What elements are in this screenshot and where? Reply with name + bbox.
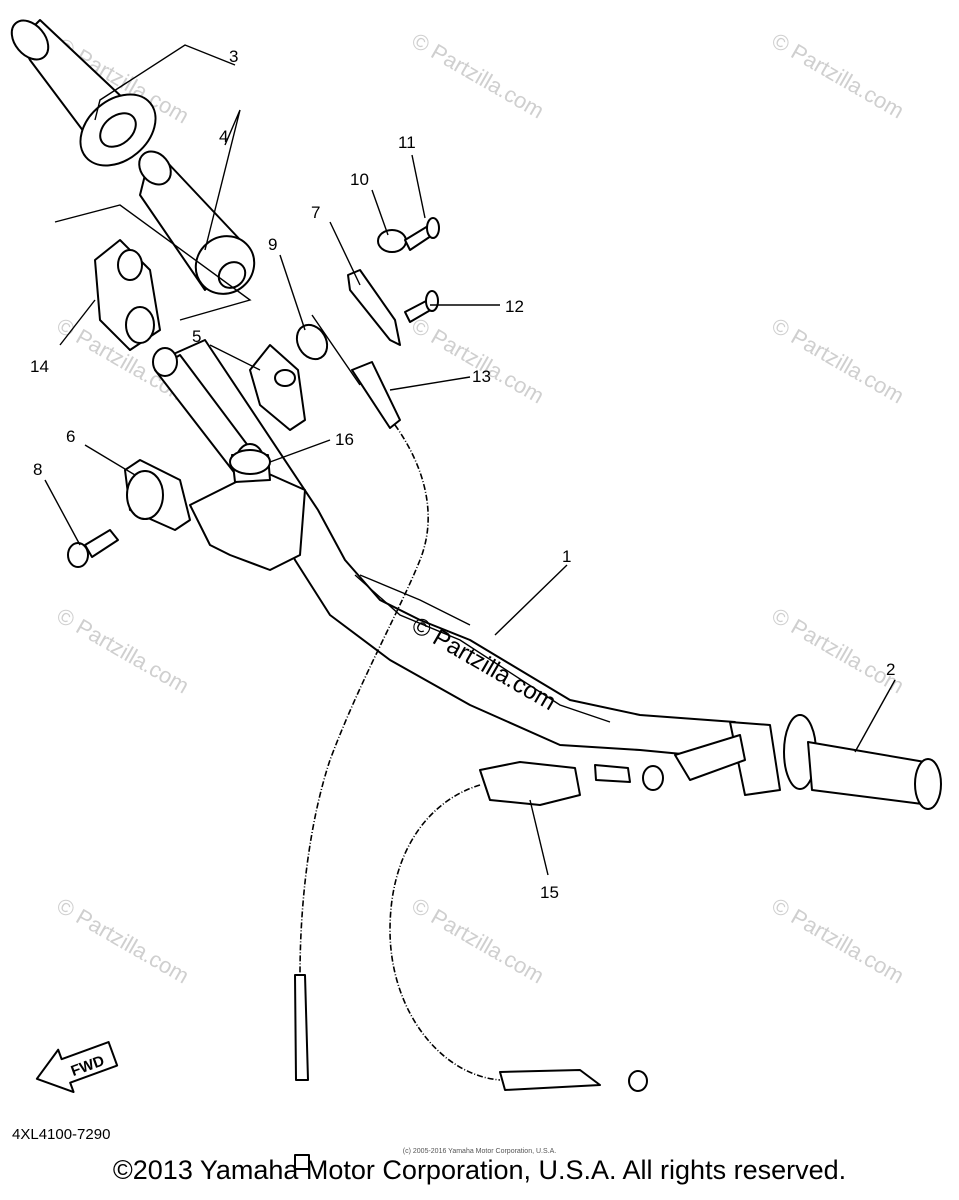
callout-2: 2	[886, 660, 895, 679]
collar-10	[377, 229, 407, 253]
callout-15: 15	[540, 883, 559, 902]
screw-12	[404, 290, 439, 323]
callout-4: 4	[219, 127, 228, 146]
watermark: © Partzilla.com	[768, 603, 909, 699]
watermark: © Partzilla.com	[408, 313, 549, 409]
callout-10: 10	[350, 170, 369, 189]
callout-16: 16	[335, 430, 354, 449]
diagram-code: 4XL4100-7290	[12, 1126, 111, 1143]
part-16	[229, 449, 271, 475]
watermark: © Partzilla.com	[768, 893, 909, 989]
callout-11: 11	[398, 133, 416, 152]
watermark: © Partzilla.com	[408, 893, 549, 989]
clutch-cable	[389, 734, 746, 1092]
cover-7	[347, 269, 401, 346]
screw-11	[404, 217, 440, 251]
watermark: © Partzilla.com	[768, 313, 909, 409]
callout-8: 8	[33, 460, 42, 479]
callout-12: 12	[505, 297, 524, 316]
callouts: 1 2 3 4 5 6 7 8 9 10 11 12 13 14 15 16	[30, 47, 895, 902]
callout-13: 13	[472, 367, 491, 386]
right-grip	[729, 714, 942, 810]
bracket-5	[249, 344, 306, 431]
callout-9: 9	[268, 235, 277, 254]
watermark: © Partzilla.com	[768, 28, 909, 124]
watermark: © Partzilla.com	[408, 28, 549, 124]
bolt-8	[67, 529, 119, 568]
adjuster-9	[295, 314, 361, 386]
callout-1: 1	[562, 547, 571, 566]
callout-3: 3	[229, 47, 238, 66]
callout-6: 6	[66, 427, 75, 446]
small-copyright: (c) 2005-2016 Yamaha Motor Corporation, …	[402, 1148, 557, 1155]
clamp-6	[124, 459, 191, 531]
leader-lines	[44, 44, 896, 876]
callout-7: 7	[311, 203, 320, 222]
throttle-tube	[138, 150, 256, 295]
grip-3	[10, 19, 157, 167]
watermark: © Partzilla.com	[53, 893, 194, 989]
fwd-arrow: FWD	[35, 1041, 119, 1094]
throttle-cable	[294, 361, 429, 1170]
watermark: © Partzilla.com	[53, 603, 194, 699]
callout-14: 14	[30, 357, 49, 376]
callout-5: 5	[192, 327, 201, 346]
throttle-housing	[54, 204, 252, 351]
copyright-notice: ©2013 Yamaha Motor Corporation, U.S.A. A…	[112, 1155, 847, 1185]
